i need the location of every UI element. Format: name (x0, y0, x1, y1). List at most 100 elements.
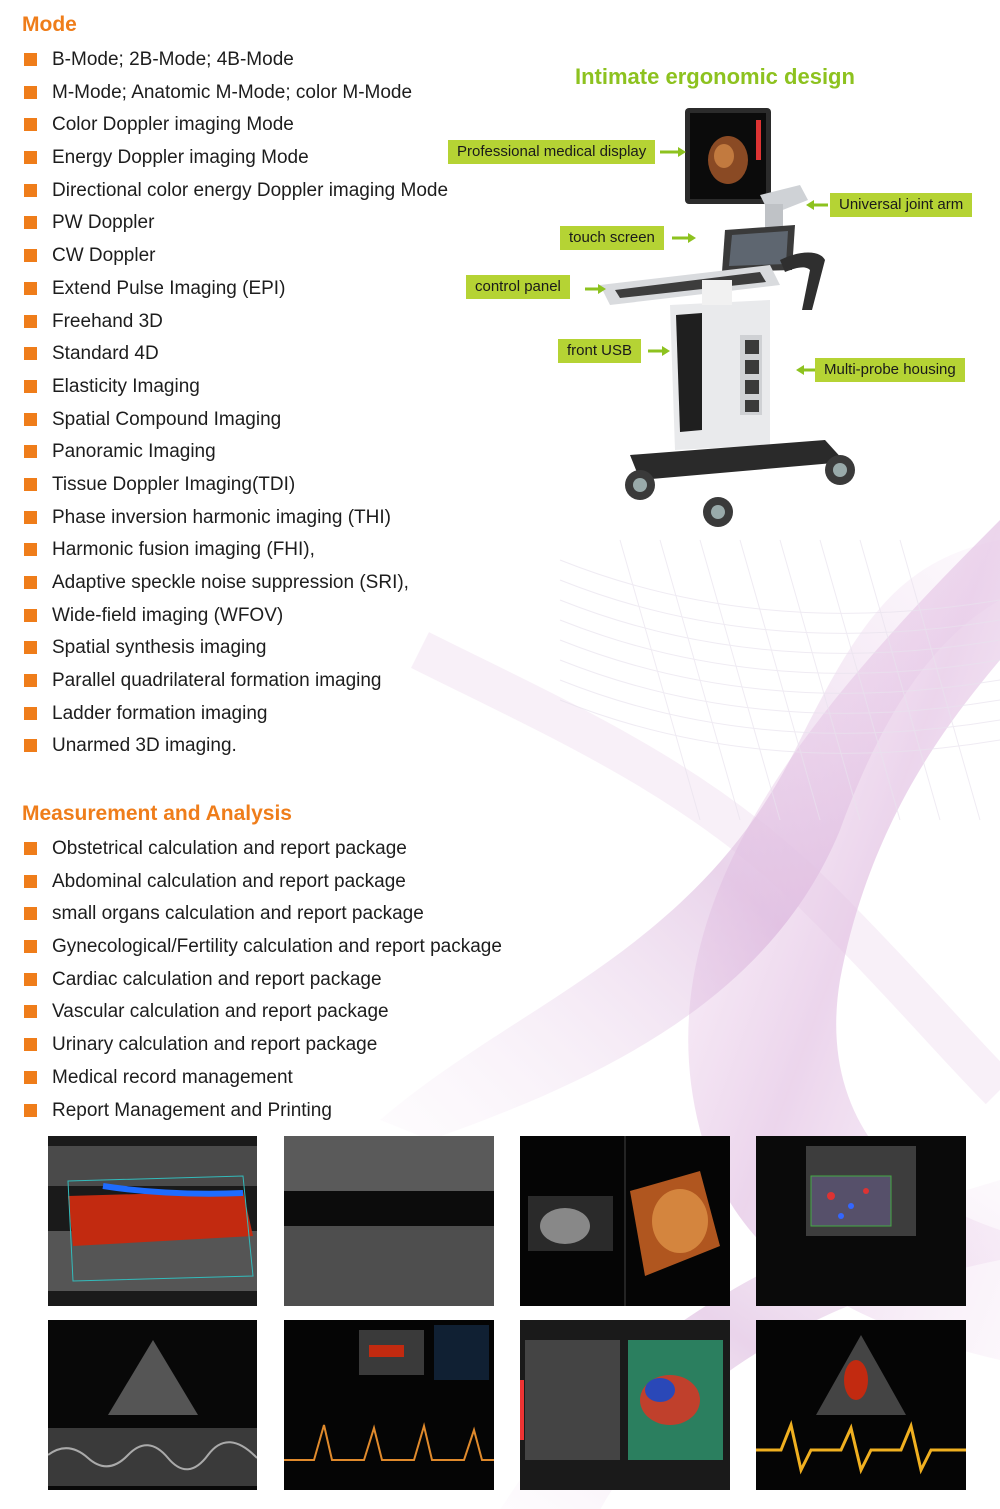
measurement-item-label: Medical record management (52, 1066, 293, 1088)
mode-item-label: Phase inversion harmonic imaging (THI) (52, 506, 391, 528)
mode-item: Extend Pulse Imaging (EPI) (24, 273, 448, 306)
ultrasound-cart-illustration (585, 108, 855, 527)
square-bullet-icon (24, 445, 37, 459)
mode-item: Phase inversion harmonic imaging (THI) (24, 502, 448, 535)
square-bullet-icon (24, 842, 37, 855)
square-bullet-icon (24, 118, 37, 132)
square-bullet-icon (24, 53, 37, 66)
callout-front-usb: front USB (558, 339, 642, 363)
thumb-fetal-3d-4d (520, 1136, 730, 1306)
thumb-tissue-doppler-cardiac (756, 1320, 966, 1490)
mode-item-label: M-Mode; Anatomic M-Mode; color M-Mode (52, 81, 413, 103)
measurement-item-label: Report Management and Printing (52, 1099, 332, 1121)
mode-item: PW Doppler (24, 207, 448, 240)
square-bullet-icon (24, 477, 37, 491)
callout-control-panel: control panel (466, 275, 570, 299)
square-bullet-icon (24, 151, 37, 165)
mode-item: Ladder formation imaging (24, 698, 448, 731)
square-bullet-icon (24, 608, 37, 622)
mode-item-label: PW Doppler (52, 212, 155, 234)
square-bullet-icon (24, 1070, 37, 1084)
mode-item-label: Tissue Doppler Imaging(TDI) (52, 473, 296, 495)
mode-item-label: Unarmed 3D imaging. (52, 735, 237, 757)
mode-item-label: B-Mode; 2B-Mode; 4B-Mode (52, 49, 294, 70)
measurement-item-label: Vascular calculation and report package (52, 1001, 389, 1023)
measurement-item: Abdominal calculation and report package (24, 866, 502, 899)
measurement-item: Cardiac calculation and report package (24, 964, 502, 997)
mode-item: Adaptive speckle noise suppression (SRI)… (24, 567, 448, 600)
square-bullet-icon (24, 314, 37, 328)
measurement-item: Report Management and Printing (24, 1095, 502, 1128)
square-bullet-icon (24, 641, 37, 655)
mode-item-label: Elasticity Imaging (52, 375, 200, 397)
measurement-item: Vascular calculation and report package (24, 996, 502, 1029)
thumb-elasticity-imaging (520, 1320, 730, 1490)
square-bullet-icon (24, 972, 37, 986)
square-bullet-icon (24, 706, 37, 720)
mode-item: Standard 4D (24, 338, 448, 371)
mode-item: Wide-field imaging (WFOV) (24, 600, 448, 633)
mode-item-label: Extend Pulse Imaging (EPI) (52, 277, 286, 299)
square-bullet-icon (24, 674, 37, 688)
measurement-item-label: Obstetrical calculation and report packa… (52, 838, 407, 859)
mode-item: Color Doppler imaging Mode (24, 109, 448, 142)
measurement-item: Gynecological/Fertility calculation and … (24, 931, 502, 964)
mode-item-label: Standard 4D (52, 343, 159, 365)
mode-section-title: Mode (22, 13, 77, 36)
mode-item: M-Mode; Anatomic M-Mode; color M-Mode (24, 77, 448, 110)
measurement-item: Obstetrical calculation and report packa… (24, 833, 502, 866)
square-bullet-icon (24, 347, 37, 361)
mode-item-label: Energy Doppler imaging Mode (52, 147, 309, 169)
square-bullet-icon (24, 739, 37, 753)
square-bullet-icon (24, 576, 37, 589)
mode-item-label: Harmonic fusion imaging (FHI), (52, 539, 315, 561)
callout-universal-joint-arm: Universal joint arm (830, 193, 973, 217)
measurement-item-label: small organs calculation and report pack… (52, 903, 424, 925)
measurement-item: small organs calculation and report pack… (24, 898, 502, 931)
mode-item-label: CW Doppler (52, 245, 156, 267)
mode-item: Harmonic fusion imaging (FHI), (24, 534, 448, 567)
square-bullet-icon (24, 543, 37, 557)
mode-item: Parallel quadrilateral formation imaging (24, 665, 448, 698)
square-bullet-icon (24, 1103, 37, 1117)
mode-item-label: Adaptive speckle noise suppression (SRI)… (52, 572, 409, 593)
mode-item: Spatial synthesis imaging (24, 632, 448, 665)
mode-item-label: Spatial synthesis imaging (52, 637, 267, 659)
mode-item: Energy Doppler imaging Mode (24, 142, 448, 175)
square-bullet-icon (24, 183, 37, 197)
square-bullet-icon (24, 281, 37, 295)
thumb-thyroid-color-doppler (756, 1136, 966, 1306)
mode-item: Tissue Doppler Imaging(TDI) (24, 469, 448, 502)
callout-touch-screen: touch screen (560, 226, 664, 250)
square-bullet-icon (24, 510, 37, 524)
mode-item: Spatial Compound Imaging (24, 404, 448, 437)
measurement-item-label: Cardiac calculation and report package (52, 968, 382, 990)
mode-item: Panoramic Imaging (24, 436, 448, 469)
mode-item-label: Ladder formation imaging (52, 702, 268, 724)
mode-item: Unarmed 3D imaging. (24, 730, 448, 763)
square-bullet-icon (24, 907, 37, 921)
thumb-cardiac-m-mode (48, 1320, 257, 1490)
mode-item-label: Panoramic Imaging (52, 441, 216, 463)
mode-item: Elasticity Imaging (24, 371, 448, 404)
callout-multi-probe-housing: Multi-probe housing (815, 358, 965, 382)
mode-item: Freehand 3D (24, 306, 448, 339)
callout-professional-display: Professional medical display (448, 140, 656, 164)
thumb-b-mode-vessel (284, 1136, 494, 1306)
mode-item-label: Wide-field imaging (WFOV) (52, 604, 284, 626)
mode-item: Directional color energy Doppler imaging… (24, 175, 448, 208)
mode-item-label: Freehand 3D (52, 310, 163, 332)
ergonomic-design-title: Intimate ergonomic design (575, 64, 855, 89)
thumb-pw-doppler-spectrum (284, 1320, 494, 1490)
square-bullet-icon (24, 85, 37, 99)
square-bullet-icon (24, 379, 37, 393)
square-bullet-icon (24, 1038, 37, 1052)
measurement-item-label: Abdominal calculation and report package (52, 870, 406, 892)
square-bullet-icon (24, 1005, 37, 1019)
measurement-item-label: Urinary calculation and report package (52, 1034, 378, 1056)
mode-item-label: Directional color energy Doppler imaging… (52, 179, 449, 201)
square-bullet-icon (24, 412, 37, 426)
thumb-color-doppler-vessel (48, 1136, 257, 1306)
measurement-item: Medical record management (24, 1062, 502, 1095)
mode-item-label: Spatial Compound Imaging (52, 408, 282, 430)
